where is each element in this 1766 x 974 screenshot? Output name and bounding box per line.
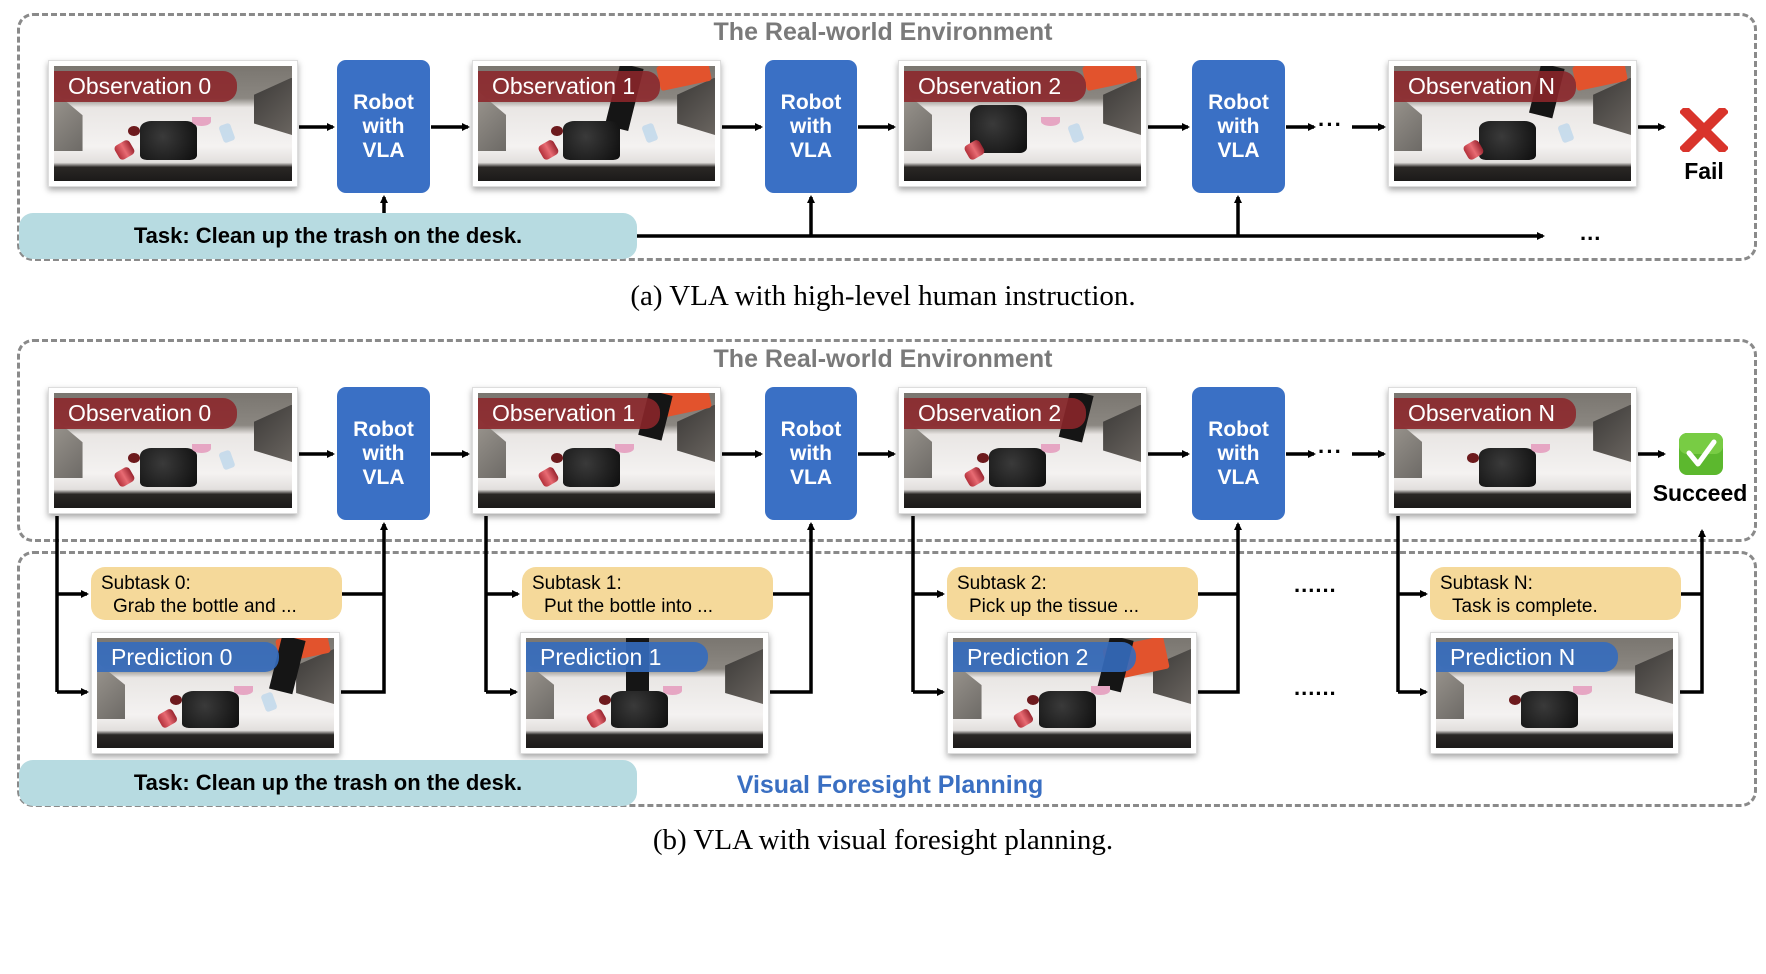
prediction-tag: Prediction N bbox=[1436, 642, 1619, 673]
gap-dots-prediction-row: ...... bbox=[1294, 675, 1337, 700]
panel-b-observation-1: Observation 1 bbox=[472, 387, 721, 514]
panel-b-caption: (b) VLA with visual foresight planning. bbox=[652, 824, 1114, 856]
panel-a-observation-1: Observation 1 bbox=[472, 60, 721, 187]
subtask-text: Pick up the tissue ... bbox=[969, 596, 1140, 617]
panel-a-observation-0: Observation 0 bbox=[48, 60, 298, 187]
subtask-text: Grab the bottle and ... bbox=[113, 596, 297, 617]
prediction-tag: Prediction 1 bbox=[526, 642, 709, 673]
visual-foresight-planning-label: Visual Foresight Planning bbox=[736, 771, 1044, 799]
observation-tag: Observation 2 bbox=[904, 70, 1087, 102]
subtask-0: Subtask 0: Grab the bottle and ... bbox=[91, 567, 342, 620]
robot-label-line: Robot bbox=[353, 90, 414, 114]
prediction-tag: Prediction 2 bbox=[953, 642, 1137, 673]
panel-b-environment-frame bbox=[17, 339, 1757, 542]
panel-a-inline-ellipsis: ··· bbox=[1318, 112, 1343, 137]
panel-b-env-title: The Real-world Environment bbox=[713, 345, 1053, 373]
prediction-n: Prediction N bbox=[1430, 632, 1679, 754]
robot-label-line: Robot bbox=[1208, 90, 1269, 114]
panel-b-observation-n: Observation N bbox=[1388, 387, 1637, 514]
prediction-tag: Prediction 0 bbox=[97, 642, 280, 673]
robot-label-line: Robot bbox=[353, 417, 414, 441]
panel-a-observation-2: Observation 2 bbox=[898, 60, 1147, 187]
subtask-title: Subtask 2: bbox=[957, 573, 1047, 594]
robot-label-line: Robot bbox=[1208, 417, 1269, 441]
subtask-2: Subtask 2: Pick up the tissue ... bbox=[947, 567, 1198, 620]
robot-label-line: with bbox=[1217, 441, 1260, 465]
robot-label-line: with bbox=[790, 441, 832, 465]
panel-a-observation-n: Observation N bbox=[1388, 60, 1637, 187]
observation-tag: Observation 2 bbox=[904, 397, 1087, 429]
robot-label-line: with bbox=[362, 114, 405, 138]
subtask-title: Subtask 0: bbox=[101, 573, 191, 594]
observation-tag: Observation 1 bbox=[478, 70, 661, 102]
observation-tag: Observation 0 bbox=[54, 397, 238, 429]
robot-label-line: with bbox=[362, 441, 405, 465]
subtask-title: Subtask 1: bbox=[532, 573, 622, 594]
robot-label-line: with bbox=[1217, 114, 1260, 138]
panel-b-task-box: Task: Clean up the trash on the desk. bbox=[19, 760, 637, 806]
robot-label-line: with bbox=[790, 114, 832, 138]
panel-a-environment-frame bbox=[17, 13, 1757, 261]
panel-a-task-box: Task: Clean up the trash on the desk. bbox=[19, 213, 637, 259]
prediction-1: Prediction 1 bbox=[520, 632, 769, 754]
panel-b-observation-2: Observation 2 bbox=[898, 387, 1147, 514]
robot-label-line: VLA bbox=[362, 138, 405, 162]
panel-a-task-ellipsis: ... bbox=[1580, 220, 1602, 245]
prediction-0: Prediction 0 bbox=[91, 632, 340, 754]
panel-a-caption: (a) VLA with high-level human instructio… bbox=[630, 280, 1136, 312]
robot-label-line: VLA bbox=[790, 465, 832, 489]
robot-label-line: VLA bbox=[790, 138, 832, 162]
gap-dots-subtask-row: ...... bbox=[1294, 572, 1337, 597]
observation-tag: Observation 0 bbox=[54, 70, 238, 102]
robot-label-line: Robot bbox=[780, 90, 842, 114]
subtask-text: Task is complete. bbox=[1452, 596, 1598, 617]
fail-label: Fail bbox=[1684, 158, 1724, 184]
subtask-1: Subtask 1: Put the bottle into ... bbox=[522, 567, 773, 620]
observation-tag: Observation N bbox=[1394, 70, 1577, 102]
robot-label-line: VLA bbox=[1217, 138, 1260, 162]
subtask-title: Subtask N: bbox=[1440, 573, 1533, 594]
robot-label-line: VLA bbox=[362, 465, 405, 489]
cross-mark-icon bbox=[1680, 108, 1728, 152]
robot-label-line: VLA bbox=[1217, 465, 1260, 489]
panel-a-env-title: The Real-world Environment bbox=[713, 18, 1053, 46]
panel-b-inline-ellipsis: ··· bbox=[1318, 439, 1343, 464]
observation-tag: Observation 1 bbox=[478, 397, 661, 429]
panel-b-observation-0: Observation 0 bbox=[48, 387, 298, 514]
check-mark-icon bbox=[1679, 433, 1723, 475]
subtask-text: Put the bottle into ... bbox=[544, 596, 713, 617]
robot-label-line: Robot bbox=[780, 417, 842, 441]
observation-tag: Observation N bbox=[1394, 397, 1577, 429]
panel-b-planning-frame bbox=[17, 551, 1757, 807]
prediction-2: Prediction 2 bbox=[947, 632, 1197, 754]
succeed-label: Succeed bbox=[1652, 480, 1748, 506]
subtask-n: Subtask N: Task is complete. bbox=[1430, 567, 1681, 620]
